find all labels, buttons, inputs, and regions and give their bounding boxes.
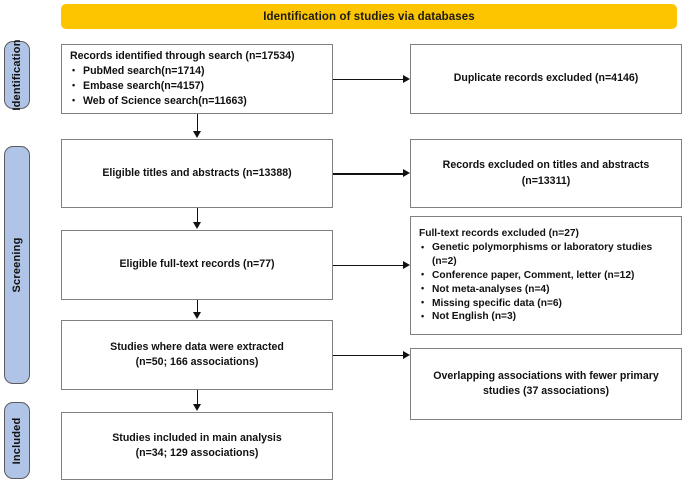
box-studies-data-extracted-line-2: (n=50; 166 associations) <box>135 356 259 368</box>
connector-fulltext-to-excluded-fulltext <box>333 264 403 267</box>
box-eligible-titles-abstracts: Eligible titles and abstracts (n=13388) <box>61 139 333 208</box>
box-eligible-fulltext-records: Eligible full-text records (n=77) <box>61 230 333 300</box>
arrowhead-fulltext-to-extracted <box>192 312 201 319</box>
box-fulltext-records-excluded-bullets: Genetic polymorphisms or laboratory stud… <box>419 241 675 324</box>
arrowhead-titles-to-excluded-titles <box>403 169 410 177</box>
connector-identified-to-duplicates <box>333 78 403 81</box>
box-records-excluded-titles-abstracts: Records excluded on titles and abstracts… <box>410 139 682 208</box>
box-studies-included-main-analysis: Studies included in main analysis (n=34;… <box>61 412 333 480</box>
bullet-not-english: Not English (n=3) <box>419 310 675 324</box>
box-overlapping-associations: Overlapping associations with fewer prim… <box>410 348 682 420</box>
connector-identified-to-titles <box>196 114 199 132</box>
stage-pill-included-label: Included <box>11 417 23 464</box>
box-eligible-titles-abstracts-line-1: Eligible titles and abstracts (n=13388) <box>102 166 292 179</box>
box-records-identified-heading: Records identified through search (n=175… <box>70 49 295 62</box>
box-eligible-fulltext-records-line-1: Eligible full-text records (n=77) <box>119 258 275 271</box>
connector-titles-to-fulltext <box>196 208 199 223</box>
box-records-identified: Records identified through search (n=175… <box>61 44 333 114</box>
stage-pill-included: Included <box>4 402 30 479</box>
stage-pill-identification-label: Identification <box>11 39 23 111</box>
bullet-missing-specific-data: Missing specific data (n=6) <box>419 296 675 311</box>
connector-extracted-to-included <box>196 390 199 405</box>
arrowhead-titles-to-fulltext <box>192 222 201 229</box>
bullet-genetic-polymorphisms: Genetic polymorphisms or laboratory stud… <box>419 241 675 269</box>
box-studies-data-extracted-line-1: Studies where data were extracted <box>110 340 284 353</box>
stage-pill-screening-label: Screening <box>11 237 23 293</box>
box-studies-included-main-analysis-line-1: Studies included in main analysis <box>112 431 282 444</box>
diagram-banner-title: Identification of studies via databases <box>61 4 677 29</box>
box-studies-data-extracted: Studies where data were extracted (n=50;… <box>61 320 333 390</box>
arrowhead-fulltext-to-excluded-fulltext <box>403 260 410 269</box>
arrowhead-extracted-to-included <box>192 404 201 411</box>
arrowhead-identified-to-duplicates <box>403 74 410 83</box>
box-overlapping-associations-line-1: Overlapping associations with fewer prim… <box>433 369 659 382</box>
box-fulltext-records-excluded-heading: Full-text records excluded (n=27) <box>419 227 579 239</box>
box-duplicate-records-excluded: Duplicate records excluded (n=4146) <box>410 44 682 114</box>
box-duplicate-records-excluded-line-1: Duplicate records excluded (n=4146) <box>453 72 639 85</box>
box-records-excluded-titles-abstracts-line-1: Records excluded on titles and abstracts <box>442 159 650 172</box>
connector-titles-to-excluded-titles <box>333 173 403 175</box>
connector-extracted-to-overlapping <box>333 354 403 357</box>
box-fulltext-records-excluded: Full-text records excluded (n=27) Geneti… <box>410 216 682 335</box>
box-overlapping-associations-line-2: studies (37 associations) <box>483 385 609 397</box>
bullet-not-meta-analyses: Not meta-analyses (n=4) <box>419 282 675 297</box>
stage-pill-identification: Identification <box>4 39 30 111</box>
bullet-pubmed: PubMed search(n=1714) <box>70 64 247 79</box>
box-studies-included-main-analysis-line-2: (n=34; 129 associations) <box>135 447 259 459</box>
bullet-conference-comment-letter: Conference paper, Comment, letter (n=12) <box>419 268 675 283</box>
stage-pill-screening: Screening <box>4 146 30 384</box>
box-records-excluded-titles-abstracts-line-2: (n=13311) <box>521 174 571 187</box>
bullet-web-of-science: Web of Science search(n=11663) <box>70 94 247 109</box>
arrowhead-identified-to-titles <box>192 131 201 138</box>
bullet-embase: Embase search(n=4157) <box>70 79 247 94</box>
arrowhead-extracted-to-overlapping <box>403 350 410 359</box>
connector-fulltext-to-extracted <box>196 300 199 313</box>
box-records-identified-bullets: PubMed search(n=1714) Embase search(n=41… <box>70 64 247 109</box>
